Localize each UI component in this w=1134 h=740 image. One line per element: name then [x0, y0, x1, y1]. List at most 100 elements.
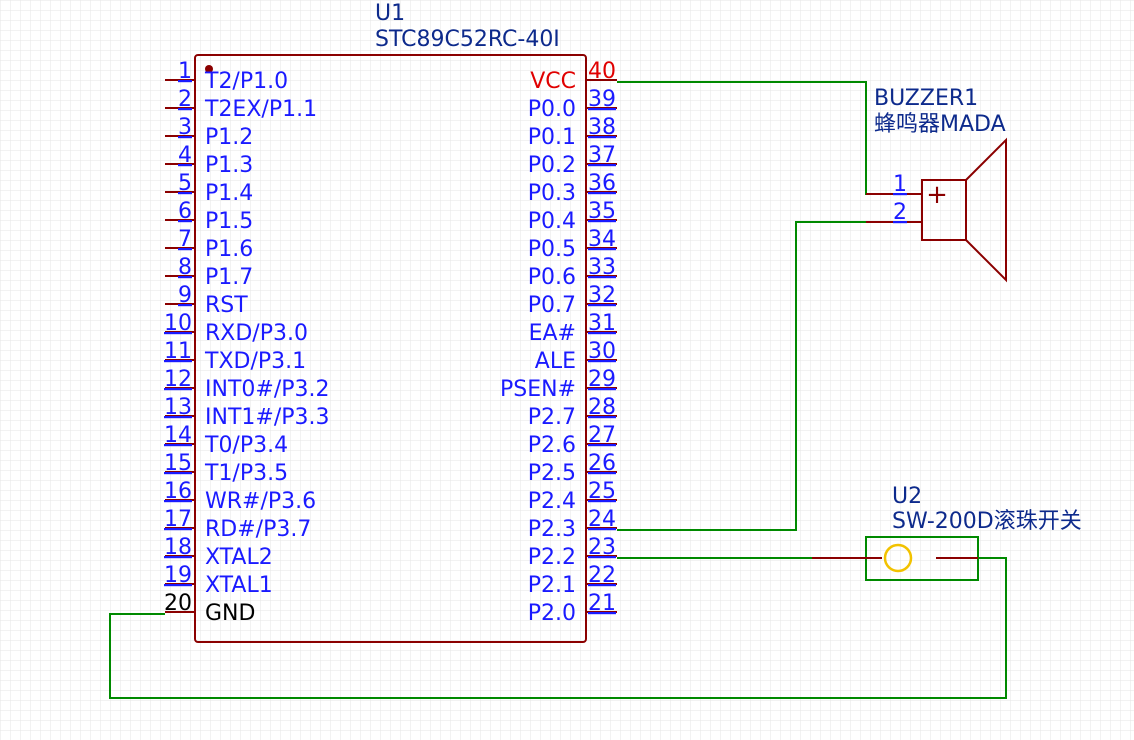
buzzer-symbol[interactable]: [866, 137, 1007, 283]
u1-pin-number: 30: [588, 339, 616, 364]
u1-pin-38[interactable]: 38 P0.1: [528, 115, 617, 150]
u1-pin-name: INT1#/P3.3: [205, 405, 329, 430]
u1-pin-name: P2.4: [528, 489, 576, 514]
u1-designator: U1: [375, 1, 405, 26]
u1-pin-number: 24: [588, 507, 616, 532]
u1-pin-name: RXD/P3.0: [205, 321, 308, 346]
u1-pin-name: WR#/P3.6: [205, 489, 316, 514]
u1-pin-name: P2.5: [528, 461, 576, 486]
buzzer-pin1-number: 1: [893, 172, 907, 197]
u1-pin-number: 36: [588, 171, 616, 196]
u1-pin-number: 34: [588, 227, 616, 252]
u1-pin-24[interactable]: 24 P2.3: [528, 507, 617, 542]
u1-pin-number: 32: [588, 283, 616, 308]
u1-pin-name: P2.2: [528, 545, 576, 570]
u1-pin-number: 9: [178, 283, 192, 308]
u1-pin-name: P0.2: [528, 153, 576, 178]
wire-p23-to-buzzer-pin2[interactable]: [617, 221, 920, 531]
u1-pin-number: 3: [178, 115, 192, 140]
u1-pin-26[interactable]: 26 P2.5: [528, 451, 617, 486]
u1-pin-name: P2.6: [528, 433, 576, 458]
u1-pin-number: 27: [588, 423, 616, 448]
u1-pin-name: XTAL1: [205, 573, 273, 598]
u1-right-pins: 40VCC39P0.038P0.137P0.236P0.335P0.434P0.…: [500, 59, 617, 626]
u1-pin-name: P0.6: [528, 265, 576, 290]
u1-pin-27[interactable]: 27 P2.6: [528, 423, 617, 458]
u1-pin-name: P1.7: [205, 265, 253, 290]
u1-pin-number: 2: [178, 87, 192, 112]
u1-pin-33[interactable]: 33 P0.6: [528, 255, 617, 290]
u1-pin-25[interactable]: 25 P2.4: [528, 479, 617, 514]
u1-pin-number: 25: [588, 479, 616, 504]
buzzer-part: 蜂鸣器MADA: [874, 112, 1006, 137]
u1-pin-name: P0.7: [528, 293, 576, 318]
u1-pin-number: 10: [164, 311, 192, 336]
u1-body[interactable]: [194, 54, 587, 643]
u1-pin-number: 20: [164, 591, 192, 616]
u1-pin-name: P2.3: [528, 517, 576, 542]
buzzer-horn-icon: [965, 137, 1007, 283]
u1-pin-1[interactable]: 1 T2/P1.0: [165, 59, 288, 94]
u1-pin-name: P0.4: [528, 209, 576, 234]
u1-part-number: STC89C52RC-40I: [375, 27, 560, 52]
u1-pin-number: 1: [178, 59, 192, 84]
wire-switch-to-gnd[interactable]: [109, 557, 1007, 699]
pin1-marker-dot: [205, 65, 213, 73]
u1-pin-number: 18: [164, 535, 192, 560]
u1-pin-name: T2/P1.0: [204, 69, 288, 94]
u1-pin-name: VCC: [530, 69, 576, 94]
u1-pin-name: P1.6: [205, 237, 253, 262]
u1-pin-number: 16: [164, 479, 192, 504]
u1-pin-name: P0.1: [528, 125, 576, 150]
u1-pin-number: 38: [588, 115, 616, 140]
u1-pin-36[interactable]: 36 P0.3: [528, 171, 617, 206]
u1-pin-19[interactable]: 19 XTAL1: [164, 563, 273, 598]
u2-tilt-switch[interactable]: U2 SW-200D滚珠开关: [812, 484, 1082, 581]
u1-pin-name: T0/P3.4: [204, 433, 288, 458]
u1-pin-number: 26: [588, 451, 616, 476]
u1-pin-name: P1.3: [205, 153, 253, 178]
buzzer1[interactable]: BUZZER1 蜂鸣器MADA 1 2 +: [866, 86, 1007, 283]
u1-pin-number: 19: [164, 563, 192, 588]
u1-pin-name: EA#: [529, 321, 576, 346]
u1-pin-10[interactable]: 10 RXD/P3.0: [164, 311, 308, 346]
u1-pin-name: P0.3: [528, 181, 576, 206]
u1-pin-number: 11: [164, 339, 192, 364]
u1-pin-16[interactable]: 16 WR#/P3.6: [164, 479, 316, 514]
u1-pin-number: 12: [164, 367, 192, 392]
u1-pin-name: P1.4: [205, 181, 253, 206]
u1-pin-number: 33: [588, 255, 616, 280]
u1-pin-32[interactable]: 32 P0.7: [528, 283, 617, 318]
